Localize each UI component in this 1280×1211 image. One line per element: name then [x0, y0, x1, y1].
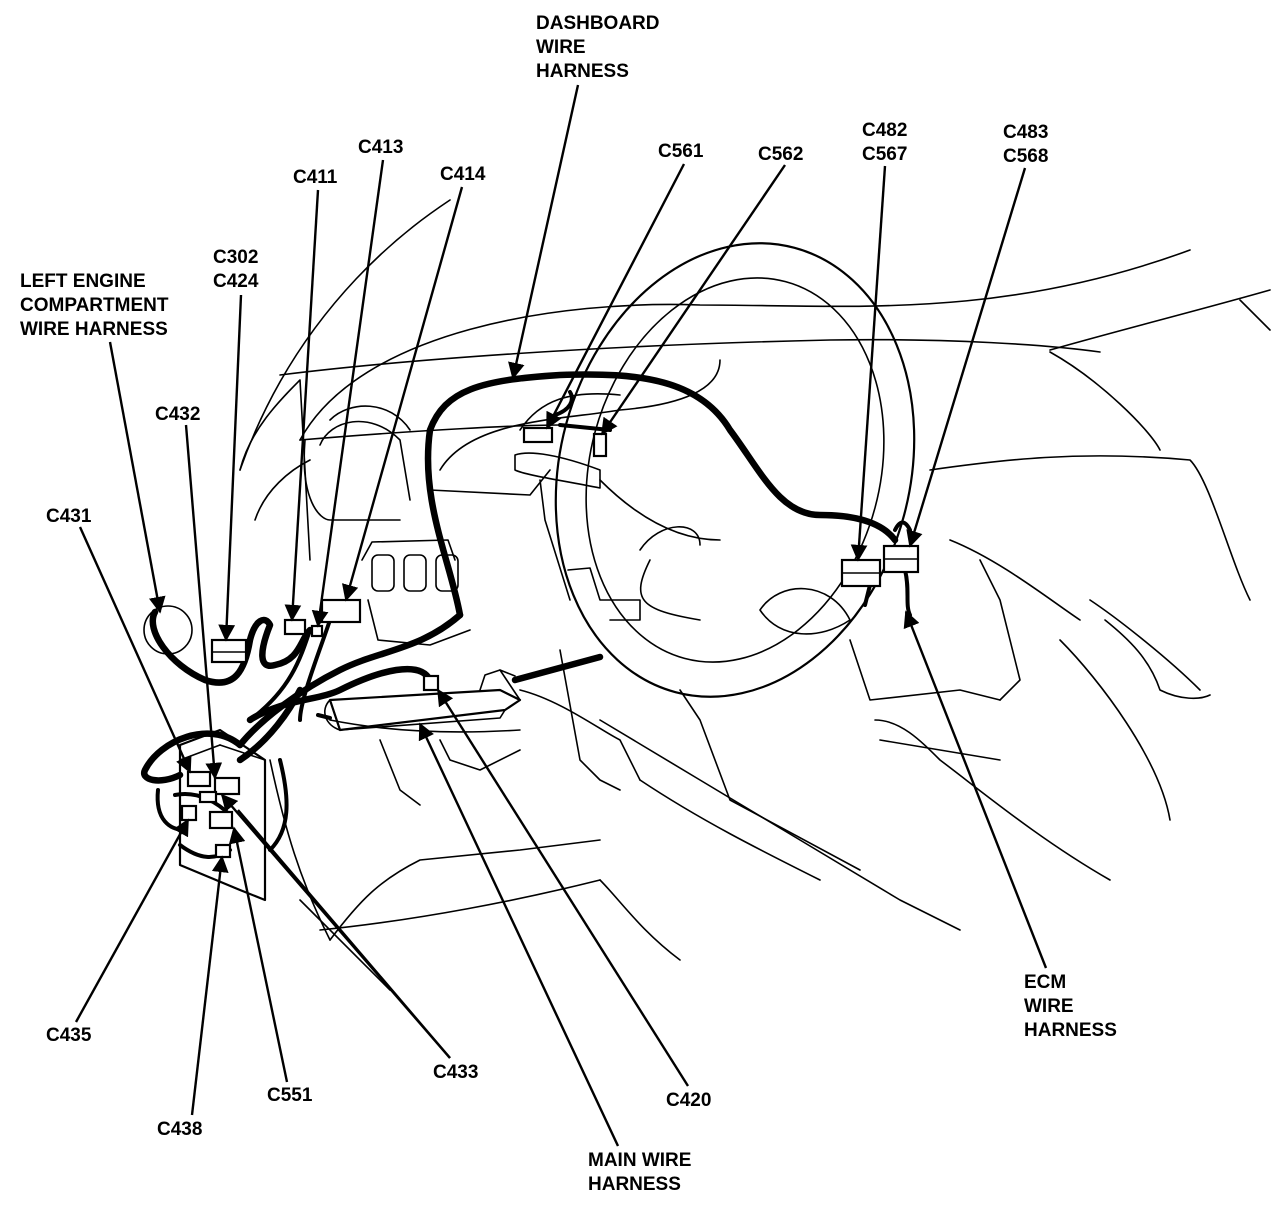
dashboard-harness-line-1: DASHBOARD — [536, 13, 660, 34]
c420-label: C420 — [666, 1090, 712, 1111]
c432-label: C432 — [155, 404, 201, 425]
c411-label: C411 — [293, 167, 338, 188]
c438-label: C438 — [157, 1119, 203, 1140]
dashboard-outline — [239, 199, 1271, 991]
ground-ring — [143, 605, 193, 655]
c414-label: C414 — [440, 164, 486, 185]
c302-label: C302 — [213, 247, 259, 268]
c483-label: C483 — [1003, 122, 1049, 143]
ecm-wire-harness-label: ECM WIRE HARNESS — [1024, 971, 1117, 1043]
dashboard-wire-harness-label: DASHBOARD WIRE HARNESS — [536, 12, 660, 84]
main-harness-tray — [316, 669, 522, 732]
leader-lines — [74, 84, 1048, 1147]
c561-label: C561 — [658, 141, 704, 162]
left-engine-harness-label: LEFT ENGINE COMPARTMENT WIRE HARNESS — [20, 270, 168, 342]
c568-label: C568 — [1003, 146, 1049, 167]
left-engine-line-3: WIRE HARNESS — [20, 319, 168, 340]
dashboard-harness-line-2: WIRE — [536, 37, 586, 58]
c431-label: C431 — [46, 506, 92, 527]
c433-label: C433 — [433, 1062, 479, 1083]
c562-label: C562 — [758, 144, 804, 165]
main-wire-harness-label: MAIN WIRE HARNESS — [588, 1149, 691, 1197]
c435-label: C435 — [46, 1025, 92, 1046]
c483-c568-label: C483 C568 — [1003, 121, 1048, 169]
connectors — [180, 426, 920, 859]
left-engine-line-2: COMPARTMENT — [20, 295, 169, 316]
main-harness-line-2: HARNESS — [588, 1174, 681, 1195]
ecm-line-3: HARNESS — [1024, 1020, 1117, 1041]
dashboard-harness-line-3: HARNESS — [536, 61, 629, 82]
left-engine-line-1: LEFT ENGINE — [20, 271, 146, 292]
c567-label: C567 — [862, 144, 908, 165]
ecm-line-2: WIRE — [1024, 996, 1074, 1017]
c482-c567-label: C482 C567 — [862, 119, 907, 167]
c424-label: C424 — [213, 271, 259, 292]
ecm-line-1: ECM — [1024, 972, 1067, 993]
c551-label: C551 — [267, 1085, 313, 1106]
c302-c424-label: C302 C424 — [213, 246, 258, 294]
main-harness-line-1: MAIN WIRE — [588, 1150, 692, 1171]
wire-harnesses — [141, 371, 912, 859]
c482-label: C482 — [862, 120, 908, 141]
c413-label: C413 — [358, 137, 404, 158]
